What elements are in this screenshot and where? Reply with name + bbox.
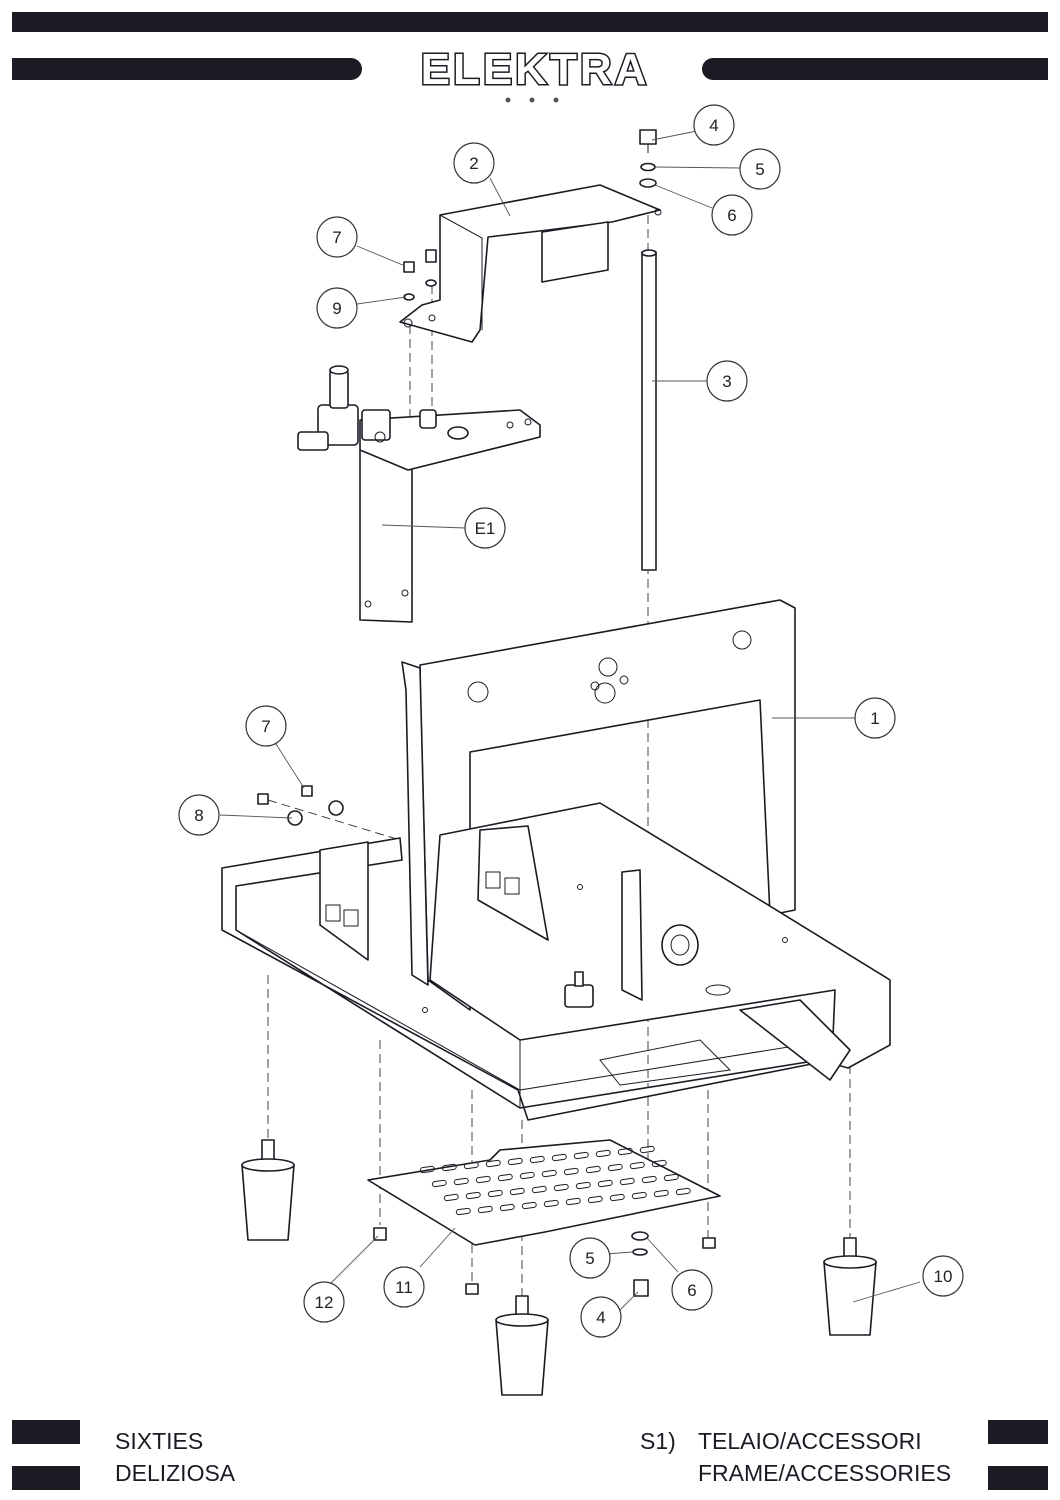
svg-text:3: 3 (722, 372, 731, 391)
callout-4-top: 4 (693, 104, 735, 146)
feet-parts (241, 1139, 877, 1396)
callout-8: 8 (178, 794, 220, 836)
footer-left-bar-2 (12, 1466, 80, 1490)
svg-text:6: 6 (687, 1281, 696, 1300)
brand-logo: ELEKTRA (419, 44, 650, 103)
top-screw-stack (639, 129, 657, 188)
svg-text:7: 7 (332, 228, 341, 247)
footer-right-bar-2 (988, 1466, 1048, 1490)
svg-text:10: 10 (934, 1267, 953, 1286)
foot-left (241, 1139, 295, 1241)
svg-text:1: 1 (870, 709, 879, 728)
callout-3: 3 (706, 360, 748, 402)
callout-5-top: 5 (739, 148, 781, 190)
grille-plate-part (367, 1139, 721, 1246)
callout-4-bottom: 4 (580, 1296, 622, 1338)
callout-1: 1 (854, 697, 896, 739)
callout-6-bottom: 6 (671, 1269, 713, 1311)
svg-text:5: 5 (585, 1249, 594, 1268)
header-left-bar (12, 58, 362, 80)
svg-text:12: 12 (315, 1293, 334, 1312)
model-name-line2: DELIZIOSA (115, 1460, 236, 1486)
bottom-screws (373, 1227, 716, 1297)
svg-text:6: 6 (727, 206, 736, 225)
svg-text:2: 2 (469, 154, 478, 173)
callout-5-bottom: 5 (569, 1237, 611, 1279)
footer-left-bar-1 (12, 1420, 80, 1444)
brand-logo-text: ELEKTRA (421, 45, 650, 94)
callout-9: 9 (316, 287, 358, 329)
foot-center (495, 1295, 549, 1396)
svg-text:7: 7 (261, 717, 270, 736)
svg-text:4: 4 (709, 116, 718, 135)
rod-part (641, 249, 657, 571)
callout-10: 10 (922, 1255, 964, 1297)
callout-E1: E1 (464, 507, 506, 549)
footer-right-bar-1 (988, 1420, 1048, 1444)
valve-assembly-part (297, 365, 541, 623)
svg-text:8: 8 (194, 806, 203, 825)
main-frame-part (221, 599, 891, 1121)
svg-text:E1: E1 (475, 519, 496, 538)
callout-12: 12 (303, 1281, 345, 1323)
section-title-english: FRAME/ACCESSORIES (698, 1460, 952, 1486)
svg-text:5: 5 (755, 160, 764, 179)
callout-6-top: 6 (711, 194, 753, 236)
svg-text:11: 11 (395, 1278, 413, 1297)
bracket-screws (403, 249, 437, 301)
exploded-parts-drawing: 4 2 5 6 7 9 3 E1 1 7 8 10 5 6 11 12 4 (178, 104, 964, 1396)
model-name-line1: SIXTIES (115, 1428, 204, 1454)
section-code: S1) (640, 1428, 676, 1454)
foot-right (823, 1237, 877, 1336)
svg-text:9: 9 (332, 299, 341, 318)
callout-7-side: 7 (245, 705, 287, 747)
section-title-italian: TELAIO/ACCESSORI (698, 1428, 922, 1454)
callout-2: 2 (453, 142, 495, 184)
callout-11: 11 (383, 1266, 425, 1308)
upper-bracket-part (399, 184, 662, 343)
svg-text:4: 4 (596, 1308, 605, 1327)
callout-7-top: 7 (316, 216, 358, 258)
header-top-bar (12, 12, 1048, 32)
side-screws (257, 785, 344, 826)
header-right-bar (702, 58, 1048, 80)
